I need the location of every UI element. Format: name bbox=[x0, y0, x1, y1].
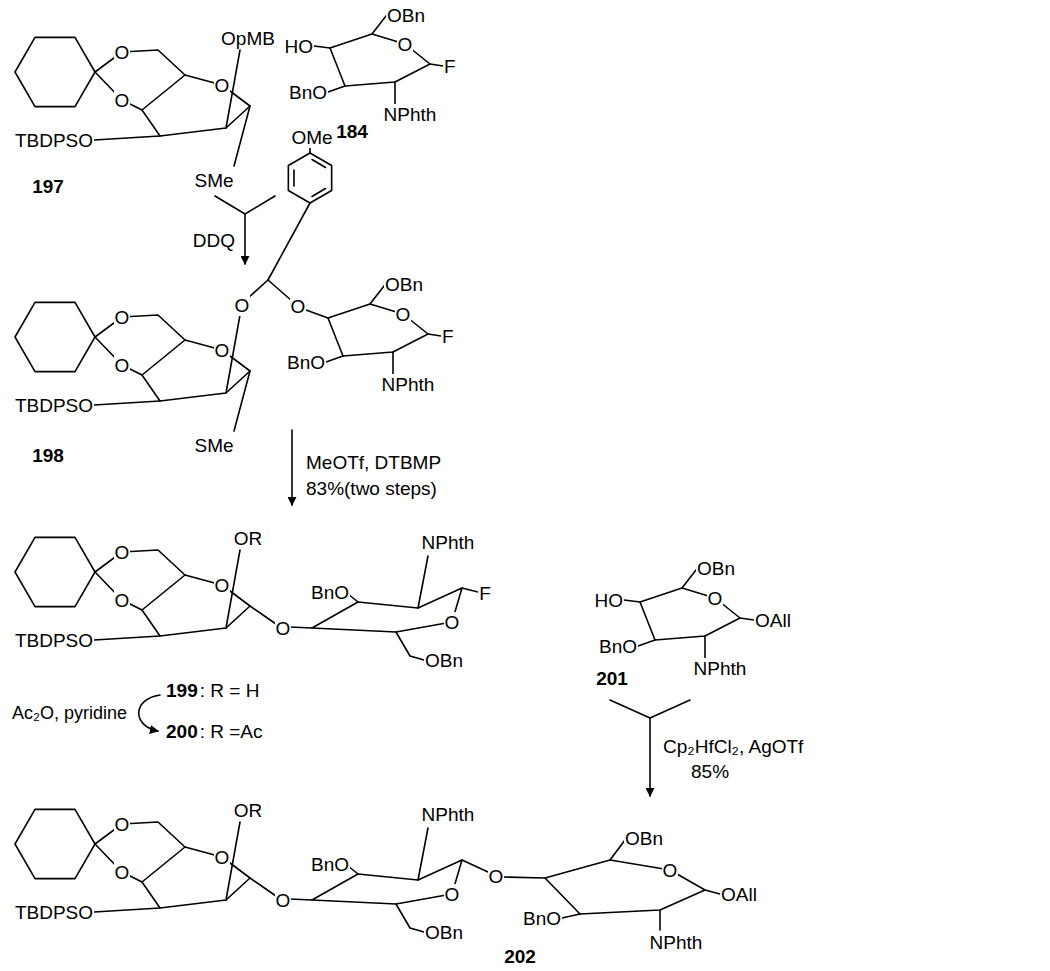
reagent-label: DDQ bbox=[192, 230, 236, 251]
atom-label: O bbox=[214, 847, 231, 868]
compound-number: 198 bbox=[31, 445, 65, 466]
atom-label: O bbox=[114, 542, 131, 563]
atom-label: HO bbox=[594, 590, 625, 611]
glucosamine-unit bbox=[312, 828, 462, 932]
compound-number: 184 bbox=[335, 121, 369, 142]
atom-label: BnO bbox=[598, 636, 638, 657]
atom-label: OBn bbox=[384, 274, 424, 295]
atom-label: O bbox=[234, 295, 251, 316]
atom-label: HO bbox=[284, 36, 315, 57]
atom-label: O bbox=[114, 355, 131, 376]
atom-label: O bbox=[397, 34, 414, 55]
atom-label: BnO bbox=[522, 908, 562, 929]
atom-label: TBDPSO bbox=[14, 630, 94, 651]
atom-label: NPhth bbox=[421, 532, 476, 553]
atom-label: NPhth bbox=[693, 658, 748, 679]
mannosyl-unit bbox=[15, 537, 250, 640]
atom-label: SMe bbox=[193, 170, 234, 191]
atom-label: OpMB bbox=[220, 28, 276, 49]
atom-label: O bbox=[114, 814, 131, 835]
atom-label: O bbox=[114, 590, 131, 611]
atom-label: OBn bbox=[696, 558, 736, 579]
compound-number: 199 bbox=[165, 680, 199, 701]
reagent-label: 83%(two steps) bbox=[305, 478, 438, 499]
atom-label: O bbox=[444, 884, 461, 905]
atom-label: OBn bbox=[424, 650, 464, 671]
atom-label: NPhth bbox=[649, 932, 704, 953]
glucosamine-unit bbox=[326, 286, 428, 374]
atom-label: F bbox=[441, 326, 455, 347]
atom-label: O bbox=[662, 860, 679, 881]
glucosamine-unit bbox=[638, 570, 740, 658]
atom-label: O bbox=[114, 90, 131, 111]
atom-label: F bbox=[443, 56, 457, 77]
atom-label: OR bbox=[233, 528, 264, 549]
substituent-note: : R =Ac bbox=[199, 721, 264, 742]
atom-label: NPhth bbox=[381, 374, 436, 395]
atom-label: O bbox=[275, 618, 292, 639]
atom-label: OMe bbox=[290, 127, 333, 148]
atom-label: OR bbox=[233, 800, 264, 821]
atom-label: BnO bbox=[310, 582, 350, 603]
mannosyl-unit bbox=[15, 37, 250, 140]
atom-label: F bbox=[478, 583, 492, 604]
atom-label: O bbox=[114, 862, 131, 883]
atom-label: O bbox=[114, 307, 131, 328]
atom-label: TBDPSO bbox=[14, 395, 94, 416]
atom-label: O bbox=[114, 42, 131, 63]
atom-label: OBn bbox=[386, 5, 426, 26]
atom-label: O bbox=[395, 304, 412, 325]
reagent-label: 85% bbox=[690, 761, 730, 782]
atom-label: BnO bbox=[310, 854, 350, 875]
atom-label: OAll bbox=[754, 610, 792, 631]
compound-number: 201 bbox=[595, 668, 629, 689]
substituent-note: : R = H bbox=[199, 680, 261, 701]
atom-label: SMe bbox=[193, 435, 234, 456]
atom-label: BnO bbox=[288, 82, 328, 103]
mannosyl-unit bbox=[15, 302, 250, 405]
atom-label: OAll bbox=[720, 884, 758, 905]
atom-label: NPhth bbox=[383, 104, 438, 125]
compound-number: 197 bbox=[31, 176, 65, 197]
atom-label: NPhth bbox=[421, 804, 476, 825]
reagent-label: MeOTf, DTBMP bbox=[305, 452, 442, 473]
atom-label: OBn bbox=[424, 922, 464, 943]
atom-label: TBDPSO bbox=[14, 902, 94, 923]
atom-label: O bbox=[214, 575, 231, 596]
reagent-label: Ac₂O, pyridine bbox=[11, 703, 128, 723]
compound-number: 200 bbox=[165, 721, 199, 742]
atom-label: OBn bbox=[624, 828, 664, 849]
atom-label: O bbox=[707, 588, 724, 609]
atom-label: TBDPSO bbox=[14, 130, 94, 151]
glucosamine-unit bbox=[328, 16, 430, 104]
atom-label: O bbox=[214, 75, 231, 96]
glucosamine-unit bbox=[312, 556, 462, 660]
atom-label: O bbox=[488, 866, 505, 887]
mannosyl-unit bbox=[15, 809, 250, 912]
atom-label: O bbox=[290, 296, 307, 317]
atom-label: O bbox=[214, 340, 231, 361]
atom-label: O bbox=[275, 890, 292, 911]
compound-number: 202 bbox=[503, 946, 537, 967]
atom-label: BnO bbox=[286, 352, 326, 373]
atom-label: O bbox=[444, 612, 461, 633]
reagent-label: Cp₂HfCl₂, AgOTf bbox=[662, 736, 804, 757]
